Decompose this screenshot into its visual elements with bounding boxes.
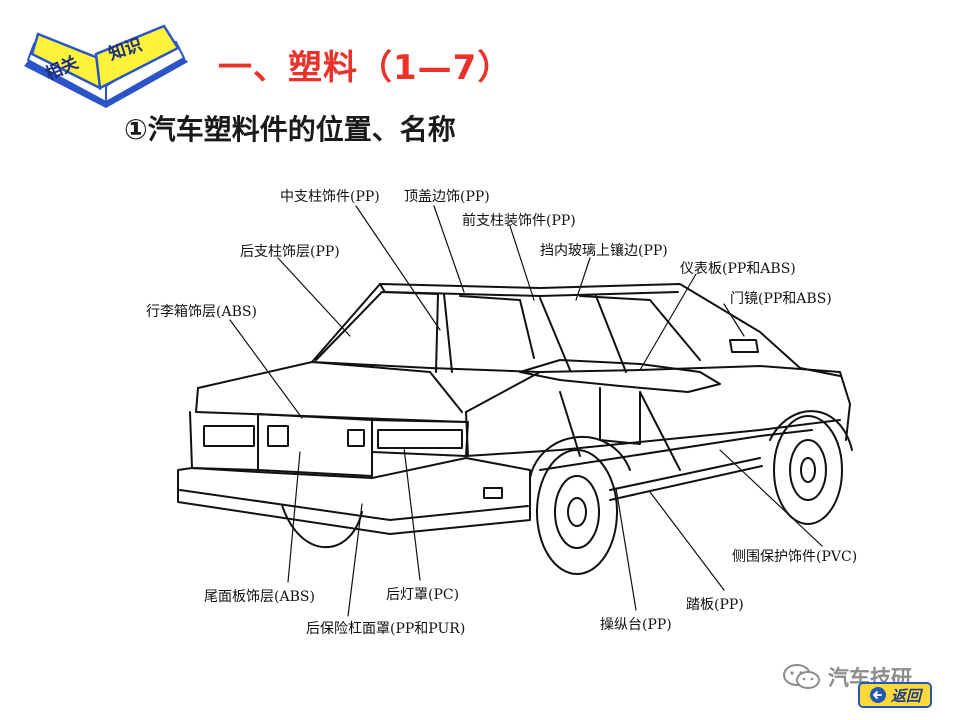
label-rear-bumper: 后保险杠面罩(PP和PUR)	[306, 621, 466, 637]
page-subtitle: ①汽车塑料件的位置、名称	[124, 113, 456, 146]
label-windshield-trim: 挡内玻璃上镶边(PP)	[540, 243, 668, 259]
label-side-trim: 侧围保护饰件(PVC)	[732, 549, 858, 565]
label-dashboard: 仪表板(PP和ABS)	[680, 261, 796, 277]
related-knowledge-badge: 相关 知识	[24, 24, 188, 108]
car-plastic-parts-diagram	[177, 205, 853, 617]
label-rear-lamp: 后灯罩(PC)	[386, 587, 460, 603]
label-rear-panel: 尾面板饰层(ABS)	[204, 589, 315, 605]
label-step: 踏板(PP)	[686, 597, 744, 613]
back-button-label: 返回	[890, 686, 921, 705]
label-console: 操纵台(PP)	[600, 617, 672, 633]
label-roof-trim: 顶盖边饰(PP)	[404, 189, 490, 205]
label-rear-pillar: 后支柱饰层(PP)	[240, 244, 340, 260]
car-body-outline	[177, 283, 853, 575]
leader-lines	[229, 205, 823, 617]
back-button[interactable]: 返回	[858, 682, 932, 708]
label-center-pillar: 中支柱饰件(PP)	[280, 189, 380, 205]
label-trunk-trim: 行李箱饰层(ABS)	[146, 304, 257, 320]
wechat-icon	[783, 664, 820, 689]
label-door-mirror: 门镜(PP和ABS)	[730, 291, 832, 307]
label-front-pillar: 前支柱装饰件(PP)	[462, 213, 576, 229]
arrow-left-icon	[869, 687, 886, 703]
page-title: 一、塑料（1—7）	[218, 48, 513, 88]
